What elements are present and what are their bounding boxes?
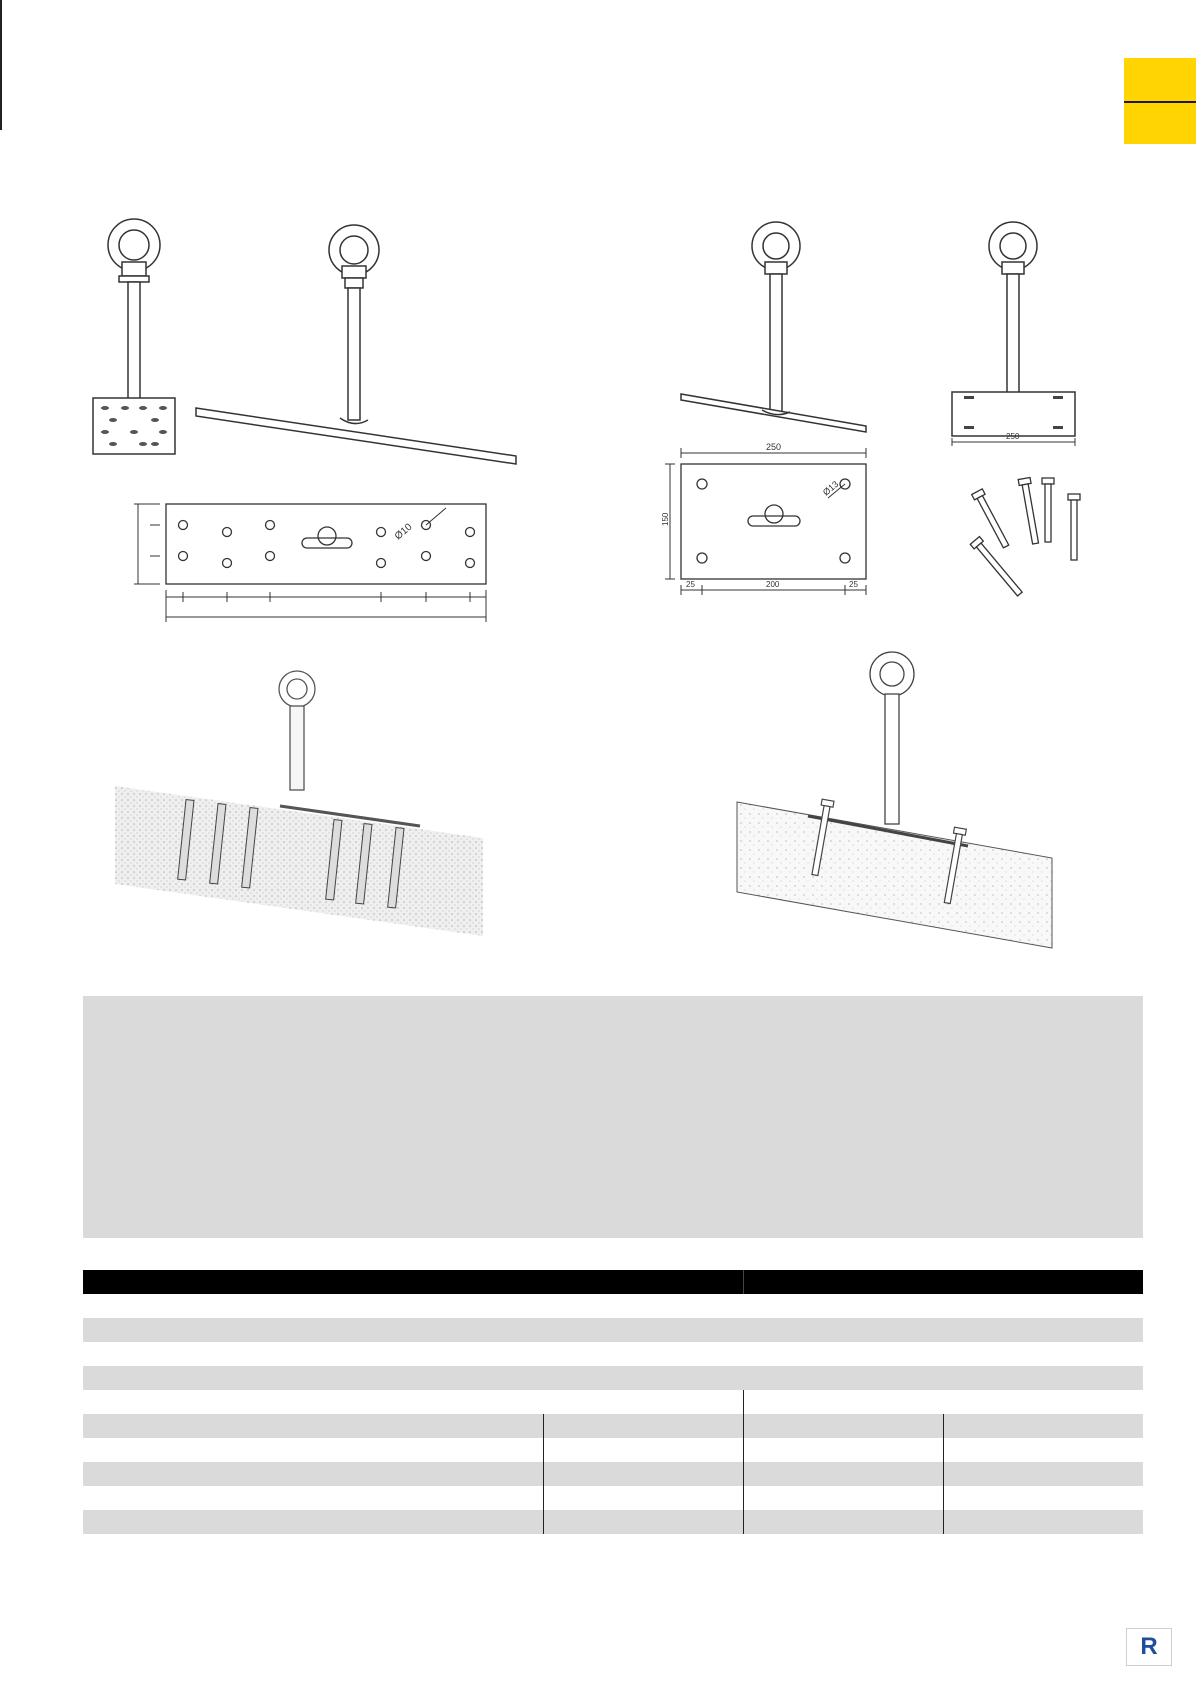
table-col-divider <box>943 1486 944 1510</box>
plate-width-label: 250 <box>766 442 781 452</box>
table-col-divider <box>743 1462 744 1486</box>
table-col-divider <box>743 1270 744 1294</box>
table-col-divider <box>743 1510 744 1534</box>
base-width-label: 250 <box>1006 432 1020 441</box>
table-row <box>83 1294 1143 1318</box>
table-row <box>83 1414 1143 1438</box>
spacing-right-label: 25 <box>849 580 858 589</box>
table-col-divider <box>543 1462 544 1486</box>
plate-top-view-drawing <box>134 503 487 622</box>
table-col-divider <box>543 1486 544 1510</box>
table-row <box>83 1510 1143 1534</box>
table-header-row <box>83 1270 1143 1294</box>
table-row <box>83 1462 1143 1486</box>
page-left-rule <box>0 0 2 130</box>
table-col-divider <box>743 1390 744 1414</box>
specification-table <box>83 1270 1143 1534</box>
table-row <box>83 1342 1143 1366</box>
table-col-divider <box>543 1438 544 1462</box>
table-col-divider <box>743 1414 744 1438</box>
anchor-bolts-drawing <box>969 476 1081 597</box>
product-info-panel <box>83 996 1143 1238</box>
technical-drawings: Ø10 250 <box>92 218 1081 949</box>
table-col-divider <box>543 1510 544 1534</box>
table-col-divider <box>943 1462 944 1486</box>
brand-logo: R <box>1126 1628 1172 1666</box>
table-row <box>83 1318 1143 1342</box>
section-tab-divider <box>1124 101 1196 103</box>
eyebolt-square-plate-drawing <box>92 218 176 455</box>
table-row <box>83 1438 1143 1462</box>
concrete-installation-drawing <box>736 651 1053 949</box>
table-row <box>83 1390 1143 1414</box>
table-col-divider <box>743 1438 744 1462</box>
plate-height-label: 150 <box>661 512 670 526</box>
table-col-divider <box>543 1414 544 1438</box>
hole-diameter-large-label: Ø13 <box>821 479 840 498</box>
spacing-middle-label: 200 <box>766 580 780 589</box>
table-col-divider <box>743 1486 744 1510</box>
table-row <box>83 1366 1143 1390</box>
plate-dimensioned-drawing <box>665 448 867 595</box>
table-row <box>83 1486 1143 1510</box>
eyebolt-inclined-plate-drawing <box>680 221 867 433</box>
table-col-divider <box>943 1438 944 1462</box>
brand-logo-letter: R <box>1140 1633 1158 1660</box>
eyebolt-long-plate-drawing <box>195 224 517 465</box>
spacing-left-label: 25 <box>686 580 695 589</box>
section-tab <box>1124 58 1196 144</box>
timber-installation-drawing <box>115 670 483 936</box>
table-col-divider <box>943 1414 944 1438</box>
table-col-divider <box>943 1510 944 1534</box>
eyebolt-base-plate-drawing <box>951 221 1076 446</box>
hole-diameter-small-label: Ø10 <box>393 521 415 542</box>
